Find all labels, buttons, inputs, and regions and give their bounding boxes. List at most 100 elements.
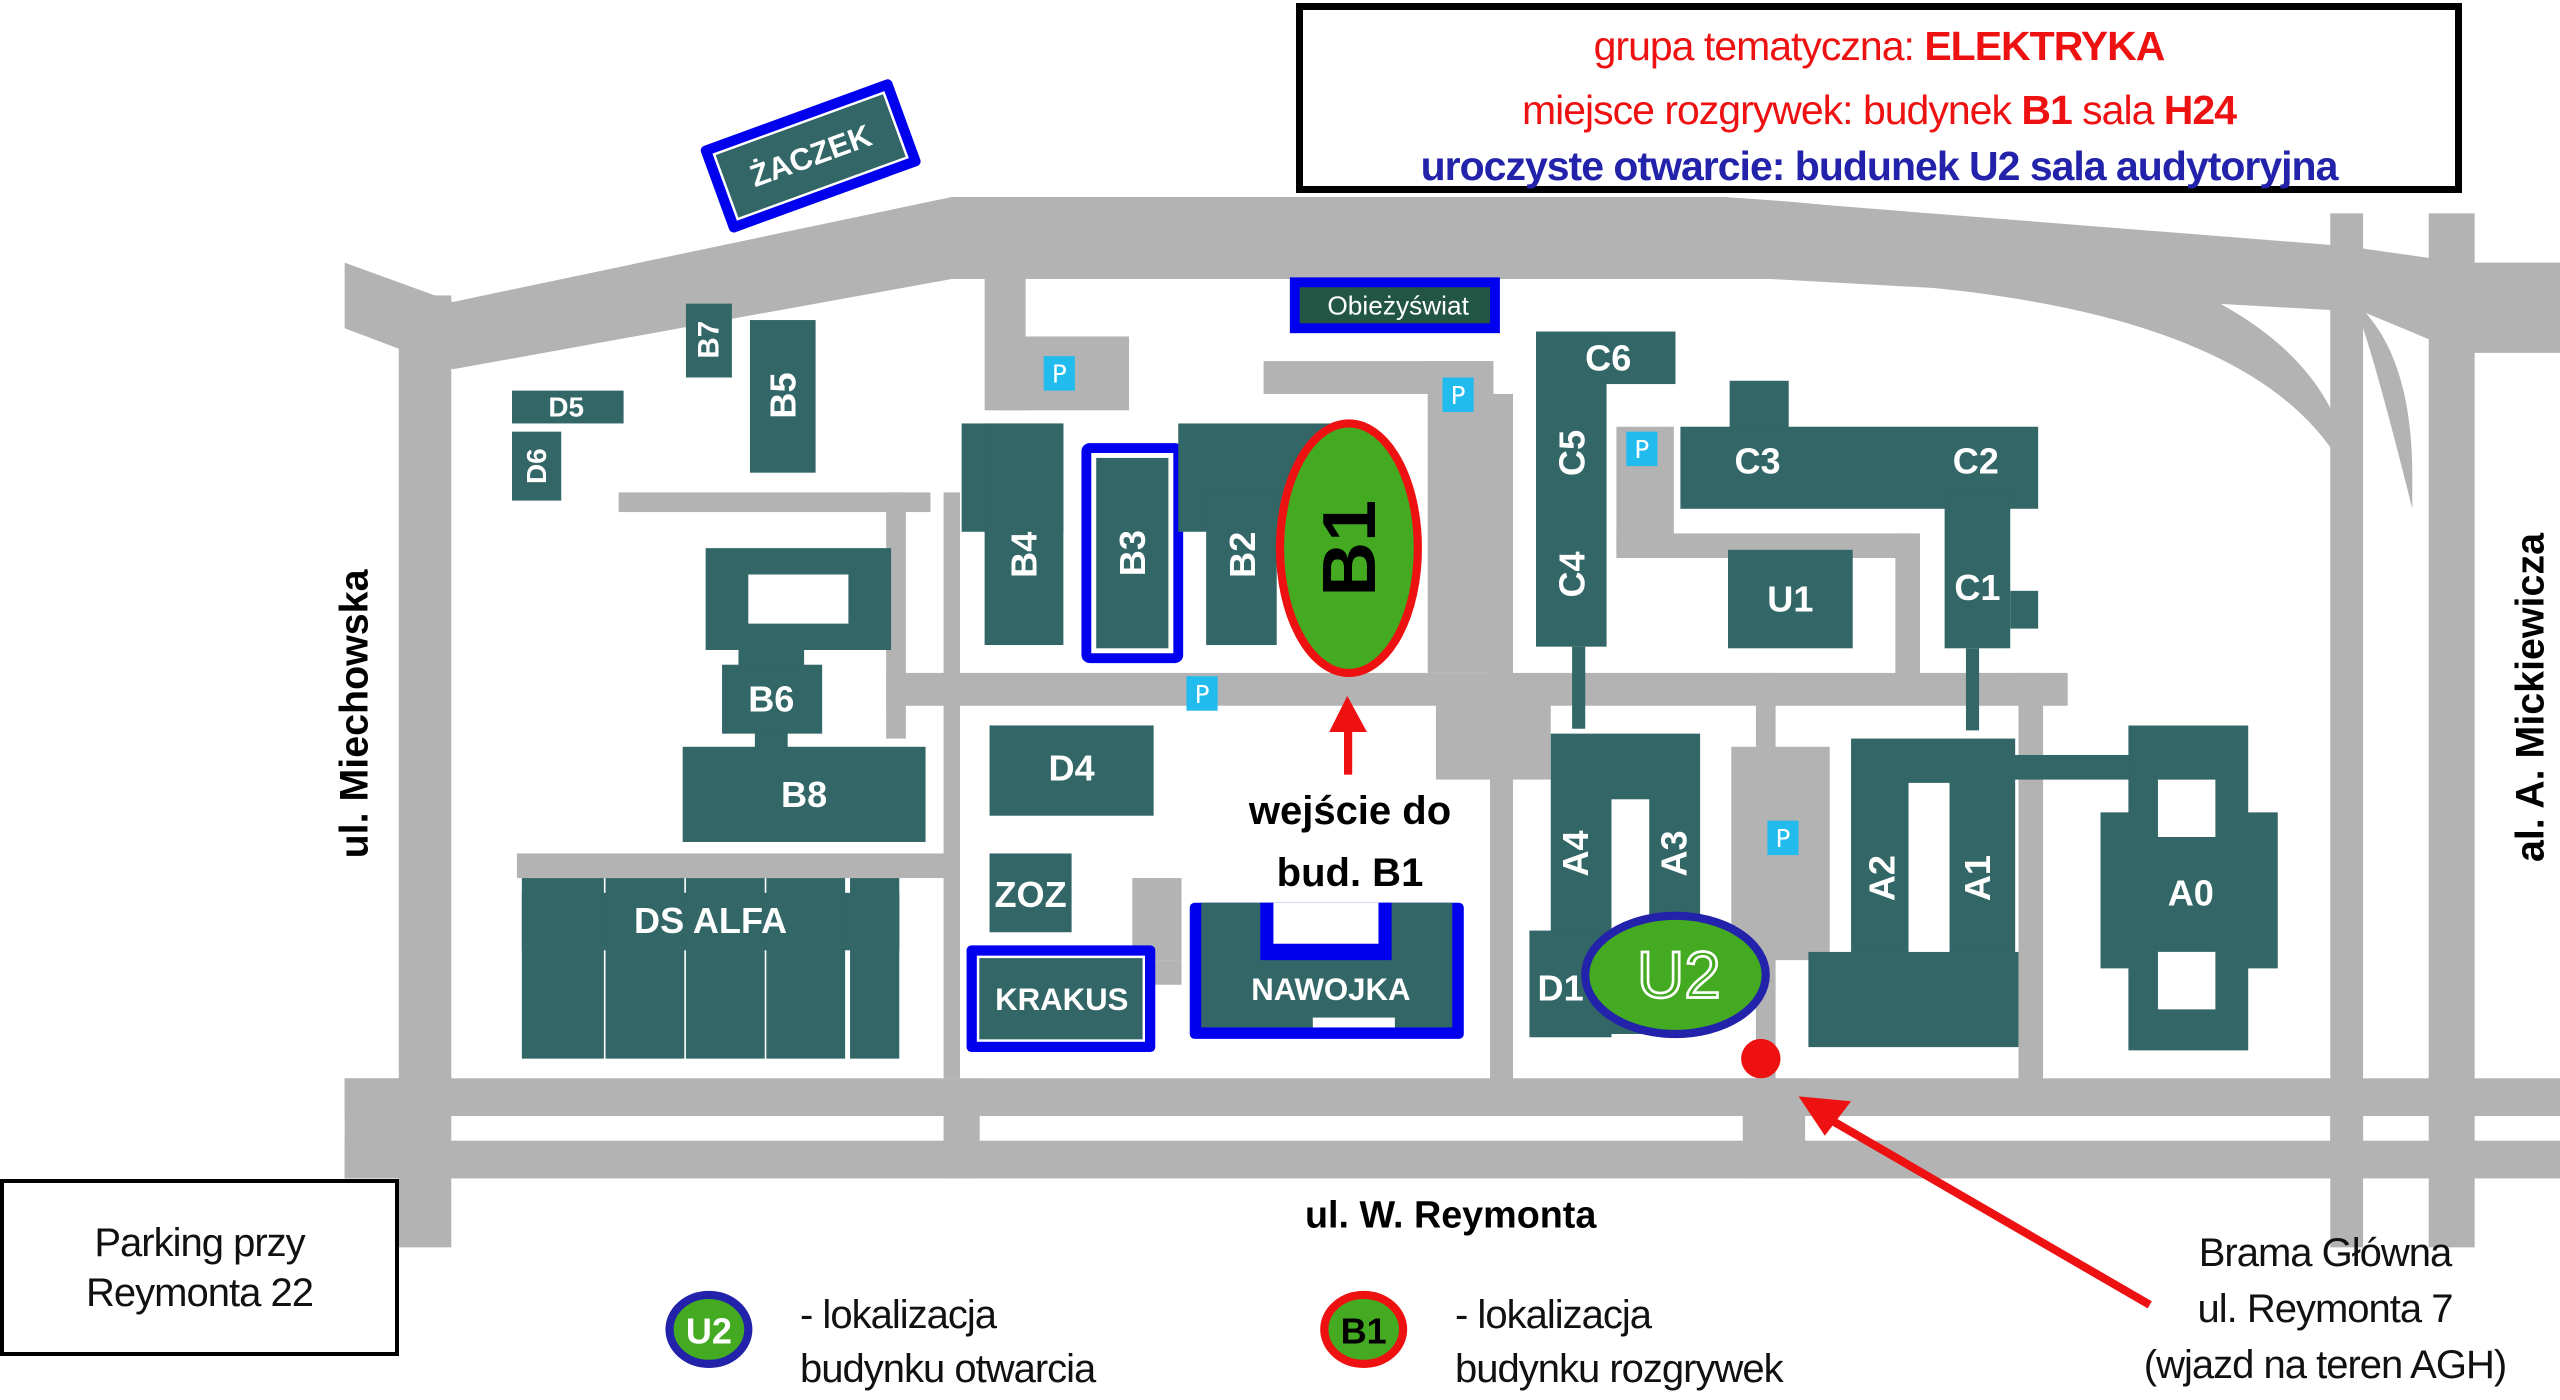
svg-text:ZOZ: ZOZ xyxy=(994,874,1066,915)
event-info-box: grupa tematyczna: ELEKTRYKA miejsce rozg… xyxy=(1296,3,2462,193)
svg-text:P: P xyxy=(1776,824,1791,853)
building-b6[interactable]: B6 xyxy=(705,548,892,734)
road-parking-s1 xyxy=(1435,689,1551,780)
gate-line2: ul. Reymonta 7 xyxy=(2197,1287,2453,1331)
svg-text:B7: B7 xyxy=(692,321,725,359)
building-nawojka[interactable]: NAWOJKA xyxy=(1189,902,1464,1039)
svg-text:D4: D4 xyxy=(1049,748,1095,789)
svg-text:P: P xyxy=(1451,381,1466,410)
road-east-1 xyxy=(2330,213,2364,1248)
svg-text:A1: A1 xyxy=(1957,855,1998,901)
svg-text:B5: B5 xyxy=(762,372,803,418)
road-internal-v2 xyxy=(943,492,960,1079)
main-gate-label: Brama Główna ul. Reymonta 7 (wjazd na te… xyxy=(2090,1225,2560,1393)
svg-text:B6: B6 xyxy=(748,679,794,720)
entrance-arrow xyxy=(1329,695,1367,775)
buildings: ŻACZEK Obieżyświat B7 B5 D5 D6 B6 B8 xyxy=(512,78,2278,1059)
parking-marker[interactable]: P xyxy=(1767,820,1799,856)
road-a-v2 xyxy=(2018,672,2044,1084)
legend-badge-u2: U2 xyxy=(665,1290,753,1368)
gate-line3: (wjazd na teren AGH) xyxy=(2143,1343,2507,1387)
building-krakus[interactable]: KRAKUS xyxy=(966,945,1156,1053)
svg-text:P: P xyxy=(1052,360,1067,389)
parking-marker[interactable]: P xyxy=(1186,676,1218,711)
building-obiezyswiat[interactable]: Obieżyświat xyxy=(1289,277,1500,334)
road-parking-b1 xyxy=(1440,492,1507,657)
parking-markers: P P P P P xyxy=(1043,356,1799,856)
svg-text:B1: B1 xyxy=(1341,1311,1387,1352)
parking-marker[interactable]: P xyxy=(1043,356,1075,391)
svg-text:U1: U1 xyxy=(1767,579,1813,620)
road-south-link-w xyxy=(344,1078,444,1179)
building-b4[interactable]: B4 xyxy=(961,423,1064,646)
svg-text:U2: U2 xyxy=(1637,938,1721,1011)
svg-text:D1: D1 xyxy=(1538,968,1584,1009)
building-zaczek[interactable]: ŻACZEK xyxy=(699,78,922,234)
svg-text:KRAKUS: KRAKUS xyxy=(995,982,1128,1017)
road-south-1 xyxy=(344,1078,2560,1117)
legend-competition-line2: budynku rozgrywek xyxy=(1455,1347,1784,1391)
svg-text:P: P xyxy=(1634,435,1649,464)
road-internal-h1 xyxy=(618,492,931,513)
building-zoz[interactable]: ZOZ xyxy=(989,853,1072,933)
building-d4[interactable]: D4 xyxy=(989,725,1154,816)
svg-text:P: P xyxy=(1195,680,1210,709)
road-c-inner-v xyxy=(1895,533,1920,682)
legend-item-competition: - lokalizacja budynku rozgrywek xyxy=(1455,1288,1784,1396)
gate-line1: Brama Główna xyxy=(2198,1231,2453,1275)
building-b1-marker[interactable]: B1 xyxy=(1275,419,1422,678)
building-b5[interactable]: B5 xyxy=(749,320,816,473)
parking-marker[interactable]: P xyxy=(1626,431,1658,467)
info-opening: uroczyste otwarcie: budunek U2 sala audy… xyxy=(1420,143,2339,189)
road-curve-east xyxy=(1723,196,2339,460)
parking-marker[interactable]: P xyxy=(1442,377,1474,412)
building-u1[interactable]: U1 xyxy=(1728,549,1853,649)
legend-competition-line1: - lokalizacja xyxy=(1455,1293,1652,1337)
legend-opening-line1: - lokalizacja xyxy=(800,1293,997,1337)
main-gate-dot[interactable] xyxy=(1741,1038,1781,1079)
svg-text:B1: B1 xyxy=(1307,500,1391,597)
svg-text:C5: C5 xyxy=(1552,430,1593,476)
entrance-line1: wejście do xyxy=(1248,789,1452,833)
svg-text:D6: D6 xyxy=(521,448,552,484)
building-d5[interactable]: D5 xyxy=(512,390,624,424)
building-d6[interactable]: D6 xyxy=(512,431,562,501)
street-miechowska: ul. Miechowska xyxy=(332,568,376,858)
svg-text:A0: A0 xyxy=(2168,872,2214,913)
parking-note-box: Parking przy Reymonta 22 xyxy=(0,1179,399,1356)
svg-text:DS ALFA: DS ALFA xyxy=(634,900,787,941)
building-b8[interactable]: B8 xyxy=(682,732,926,842)
parking-note-line1: Parking przy xyxy=(94,1220,305,1265)
building-a0[interactable]: A0 xyxy=(2100,725,2278,1051)
svg-text:B3: B3 xyxy=(1112,530,1153,576)
svg-text:B4: B4 xyxy=(1004,532,1045,578)
street-mickiewicza: al. A. Mickiewicza xyxy=(2508,532,2552,862)
svg-text:A4: A4 xyxy=(1555,830,1596,876)
svg-text:Obieżyświat: Obieżyświat xyxy=(1327,290,1469,320)
svg-text:B8: B8 xyxy=(781,774,827,815)
building-u2-marker[interactable]: U2 xyxy=(1581,911,1770,1039)
building-c3-c2-c1[interactable]: C3 C2 C1 xyxy=(1680,380,2039,731)
svg-text:U2: U2 xyxy=(686,1311,732,1352)
building-b3[interactable]: B3 xyxy=(1081,443,1184,664)
building-ds-alfa[interactable]: DS ALFA xyxy=(521,878,900,1059)
road-network xyxy=(344,196,2560,1248)
svg-text:C1: C1 xyxy=(1954,567,2000,608)
legend-opening-line2: budynku otwarcia xyxy=(800,1347,1096,1391)
building-a2-a1[interactable]: A2 A1 xyxy=(1808,738,2134,1048)
building-c6-c5-c4[interactable]: C6 C5 C4 xyxy=(1536,331,1676,729)
gate-arrow xyxy=(1798,1096,2152,1309)
road-south-2 xyxy=(344,1140,2560,1179)
info-topic: grupa tematyczna: ELEKTRYKA xyxy=(1593,23,2166,69)
road-internal-h3 xyxy=(516,853,960,879)
svg-text:C3: C3 xyxy=(1734,441,1780,482)
svg-text:C4: C4 xyxy=(1552,551,1593,597)
road-east-2 xyxy=(2428,213,2475,1248)
svg-text:D5: D5 xyxy=(548,392,584,423)
info-venue: miejsce rozgrywek: budynek B1 sala H24 xyxy=(1521,87,2237,133)
road-south-link-3 xyxy=(2330,1078,2364,1179)
svg-text:C2: C2 xyxy=(1953,441,1999,482)
building-b7[interactable]: B7 xyxy=(685,303,732,378)
street-reymonta: ul. W. Reymonta xyxy=(1305,1194,1597,1236)
